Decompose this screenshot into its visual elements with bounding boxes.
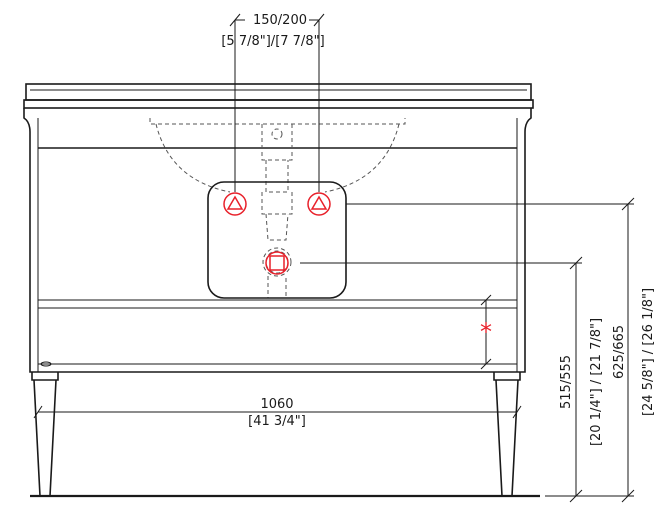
tap-spacing-dimension: [229, 13, 325, 192]
tap-spacing-inch-label: [5 7/8"]/[7 7/8"]: [221, 34, 324, 49]
supply-connection-left: [223, 192, 247, 216]
width-dimension: [33, 405, 522, 419]
supply-height-dimension: [346, 197, 635, 503]
tap-spacing-mm-label: 150/200: [253, 13, 307, 28]
supply-height-mm-label: 625/665: [612, 325, 627, 379]
drain-connection: [265, 251, 289, 275]
shelf-clearance-dimension: [480, 294, 492, 370]
asterisk-note-marker: *: [480, 318, 492, 346]
countertop: [23, 83, 534, 109]
supply-height-inch-label: [24 5/8"] / [26 1/8"]: [641, 288, 656, 416]
drain-height-inch-label: [20 1/4"] / [21 7/8"]: [589, 318, 604, 446]
drain-height-dimension: [300, 256, 583, 503]
drain-height-mm-label: 515/555: [559, 355, 574, 409]
width-mm-label: 1060: [260, 397, 293, 412]
rough-in-zone: [207, 181, 347, 299]
width-inch-label: [41 3/4"]: [248, 414, 306, 429]
supply-connection-right: [307, 192, 331, 216]
cabinet-legs: [31, 372, 521, 497]
basin-hidden-outline: [149, 118, 406, 299]
cabinet-body: [23, 108, 532, 373]
